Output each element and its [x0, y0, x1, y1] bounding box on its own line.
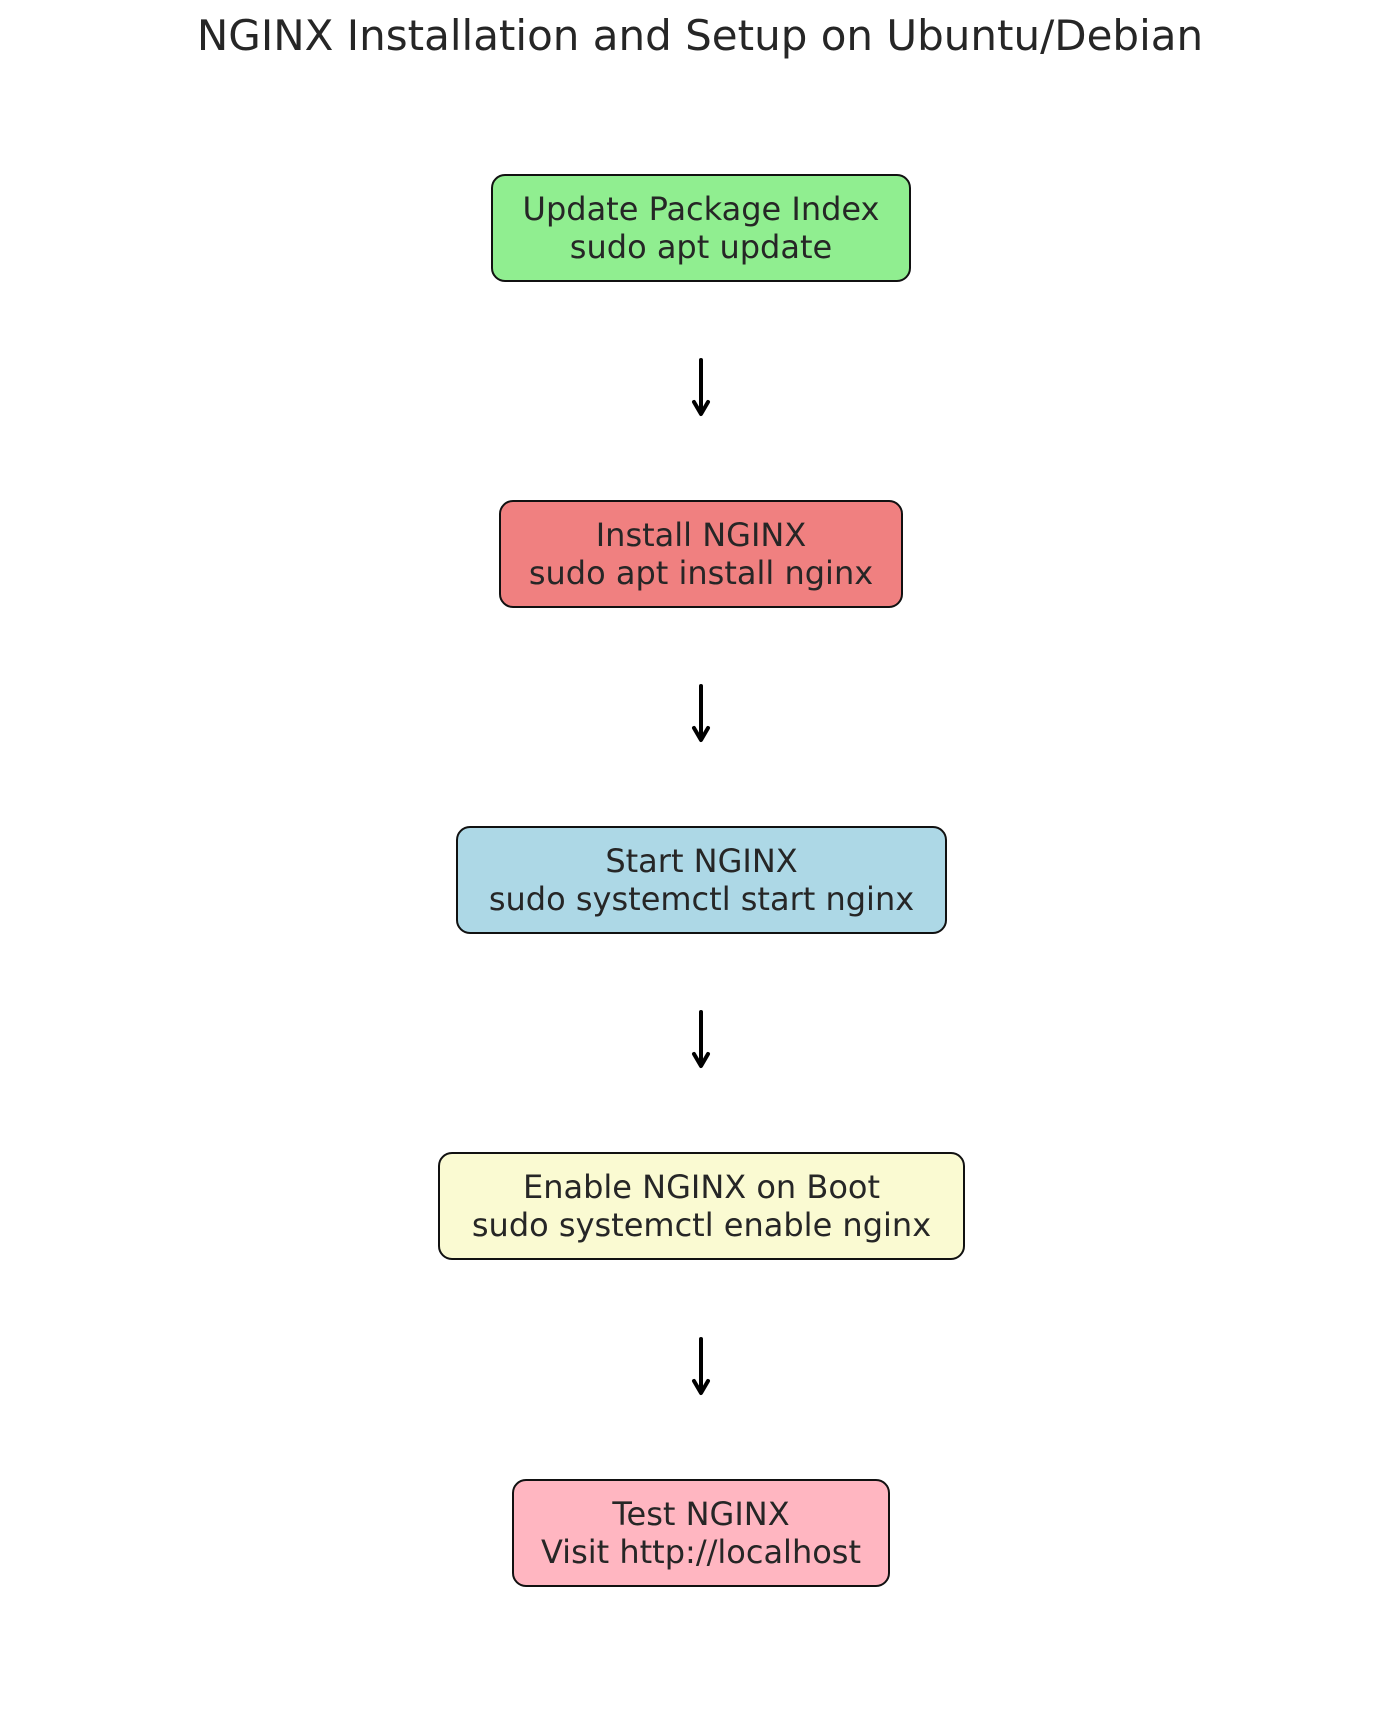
down-arrow-icon	[692, 1337, 710, 1395]
step-test-nginx: Test NGINX Visit http://localhost	[512, 1479, 890, 1587]
step-update-package-index: Update Package Index sudo apt update	[491, 174, 911, 282]
step-start-nginx: Start NGINX sudo systemctl start nginx	[456, 826, 947, 934]
diagram-title: NGINX Installation and Setup on Ubuntu/D…	[196, 11, 1204, 60]
step-label: Update Package Index	[522, 190, 880, 228]
down-arrow-icon	[692, 684, 710, 742]
step-command: sudo apt install nginx	[528, 554, 874, 592]
step-command: sudo systemctl start nginx	[488, 880, 915, 918]
down-arrow-icon	[692, 1010, 710, 1068]
step-command: Visit http://localhost	[540, 1533, 862, 1571]
step-command: sudo systemctl enable nginx	[471, 1206, 932, 1244]
step-label: Enable NGINX on Boot	[522, 1168, 881, 1206]
down-arrow-icon	[692, 358, 710, 416]
step-command: sudo apt update	[569, 228, 833, 266]
step-enable-nginx-on-boot: Enable NGINX on Boot sudo systemctl enab…	[438, 1152, 965, 1260]
step-label: Install NGINX	[595, 516, 807, 554]
step-label: Test NGINX	[612, 1495, 790, 1533]
step-install-nginx: Install NGINX sudo apt install nginx	[499, 500, 903, 608]
step-label: Start NGINX	[605, 842, 798, 880]
